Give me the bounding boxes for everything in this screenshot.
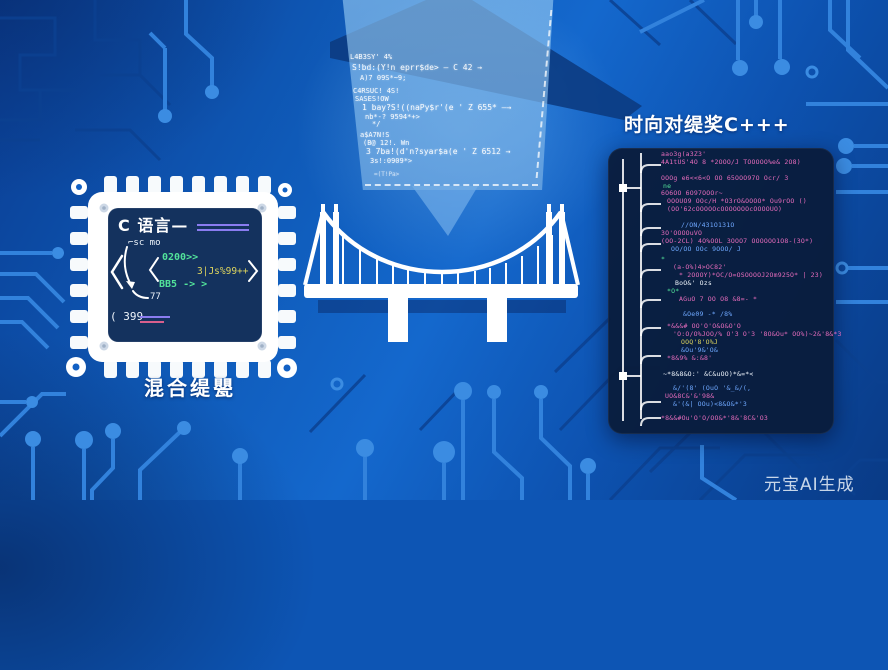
rp-code-line: *&&&# OO'O'O&O&O'O	[667, 322, 742, 330]
ai-watermark: 元宝AI生成	[764, 475, 855, 495]
rp-code-line: UO&8C&'&'98&	[665, 392, 715, 400]
chip-icon	[66, 176, 297, 378]
holo-code-line: A)7 09S*~9;	[360, 74, 407, 82]
rp-code-line: 'O:O/O%JOO/% O'3 O'3 '8O&Ou* OO%)~2&'8&*…	[673, 330, 842, 338]
hologram-panel: L4B3SY' 4% S!bd:(Y!n eprr$de> — C 42 → A…	[342, 0, 554, 190]
bridge-deck	[304, 284, 578, 298]
holo-code-line: a$A7N!S	[360, 131, 390, 139]
rp-code-line: &Oe09 -* /8%	[683, 310, 733, 318]
title-underline	[197, 224, 249, 226]
bridge-towers	[320, 204, 565, 286]
rp-code-line: (OO-2CL) 4O%OOL 3OOO7 OOOOOO1O8-(3O*)	[661, 237, 814, 245]
holo-code-line: (B@ 12!. Wn	[363, 139, 410, 147]
holo-code-line: nb*-? 9594*+>	[365, 113, 420, 121]
bridge-main-cable	[321, 210, 563, 275]
holo-code-line: 3 7ba!(d'n?syar$a(e ' Z 6512 →	[366, 147, 511, 156]
title-underline	[197, 229, 249, 231]
rp-code-line: AGuO 7 OO O8 &8=- *	[679, 295, 758, 303]
rp-code-line: OOOUO9 OOc/H *O3rO&OOOO* Ou9rOO ()	[667, 197, 807, 205]
rp-code-line: &Ou'9&'O&	[681, 346, 719, 354]
holo-code-line: */	[372, 120, 381, 128]
rp-code-line: *8&9% &:&8'	[667, 354, 713, 362]
rp-code-line: *O*	[667, 287, 680, 295]
bridge-hangers	[342, 234, 553, 284]
hologram-dashed-border-bottom	[365, 184, 538, 186]
rp-code-line: aao3g(a3Z3'	[661, 150, 707, 158]
holo-code-line: 3s!:0909*>	[370, 157, 413, 165]
chip-pins	[70, 176, 296, 378]
right-panel-title: 时向对缇奖C+++	[624, 114, 790, 136]
chip-code-node: 77	[150, 292, 161, 302]
right-panel-tree	[619, 153, 661, 427]
holo-code-line: =(T!Pa>	[374, 171, 400, 178]
rp-code-line: (OO'62cOOOOOcOOOOOOOcOOOOUO)	[667, 205, 783, 213]
rp-code-line: OOQ'8'O%J	[681, 338, 719, 346]
rp-code-line: BoO&' Ozs	[675, 279, 713, 287]
projection-beam	[412, 186, 478, 236]
rp-code-line: 4A1tUS'4O 8 *2OOO/J TOOOOO%e& 2O8)	[661, 158, 801, 166]
rp-code-line: //ON/431O131O	[681, 221, 735, 229]
holo-code-line: S!bd:(Y!n eprr$de> — C 42 →	[352, 63, 483, 72]
bridge-icon	[303, 204, 580, 342]
rp-code-line: *8&&#Ou'O'O/OO&*'8&'8C&'O3	[661, 414, 768, 422]
holo-code-line: 1 bay?S!((naPy$r'(e ' Z 655* —→	[362, 103, 512, 112]
holo-code-line: SASES!OW	[355, 95, 389, 103]
chip-screen-tree-lines	[110, 246, 259, 299]
code-strike-line	[140, 321, 164, 323]
rp-code-line: ~*8&8&O:' &C&uOO)*&=*<	[663, 370, 754, 378]
chip-screws	[99, 203, 267, 351]
rp-code-line: OO/OO OOc 9OOO/ J	[671, 245, 741, 253]
chip-code-node: ( 399	[110, 310, 144, 323]
rp-code-line: ne	[663, 182, 672, 190]
rp-code-line: 3O'OOOOuVO	[661, 229, 703, 237]
rp-code-line: OOOg e6<<6<O OO 65OOO97O Ocr/ 3	[661, 174, 789, 182]
chip-title: C 语言—	[118, 216, 189, 235]
circuit-pads	[25, 15, 854, 474]
rp-code-line: * 2OOOY)*OC/O=OSOOOOJ2Om925O* | 23)	[679, 271, 823, 279]
chip-caption: 混合缇甖	[144, 376, 236, 400]
rp-code-line: *	[661, 255, 666, 263]
chip-corner-pads	[66, 179, 297, 378]
chip-code-node: 3|Js%99++	[197, 266, 249, 277]
rp-code-line: 6O6OO 6O97OOOr~	[661, 189, 723, 197]
chip-code-node: 0200>>	[162, 252, 199, 263]
chip-screen	[107, 207, 263, 343]
circuit-ring-pads	[330, 65, 849, 391]
holo-code-line: L4B3SY' 4%	[350, 53, 393, 61]
light-circuit-traces	[0, 0, 888, 500]
right-code-panel: aao3g(a3Z3' 4A1tUS'4O 8 *2OOO/J TOOOOO%e…	[608, 148, 841, 434]
rp-code-line: (a-O%)4>OC82'	[673, 263, 727, 271]
rp-code-line: &'(&| OOu)<8&O&*'3	[673, 400, 748, 408]
bridge-pier-left	[388, 298, 408, 342]
rp-code-line: &/'(8' (OuO '&_&/(,	[673, 384, 752, 392]
chip-code-fn: ⌐sc mo	[128, 238, 161, 248]
code-strike-line	[140, 316, 170, 318]
bridge-pier-right	[487, 298, 507, 342]
holo-code-line: C4RSUC! 4S!	[353, 87, 400, 95]
chip-code-node: BB5 -> >	[159, 279, 208, 290]
